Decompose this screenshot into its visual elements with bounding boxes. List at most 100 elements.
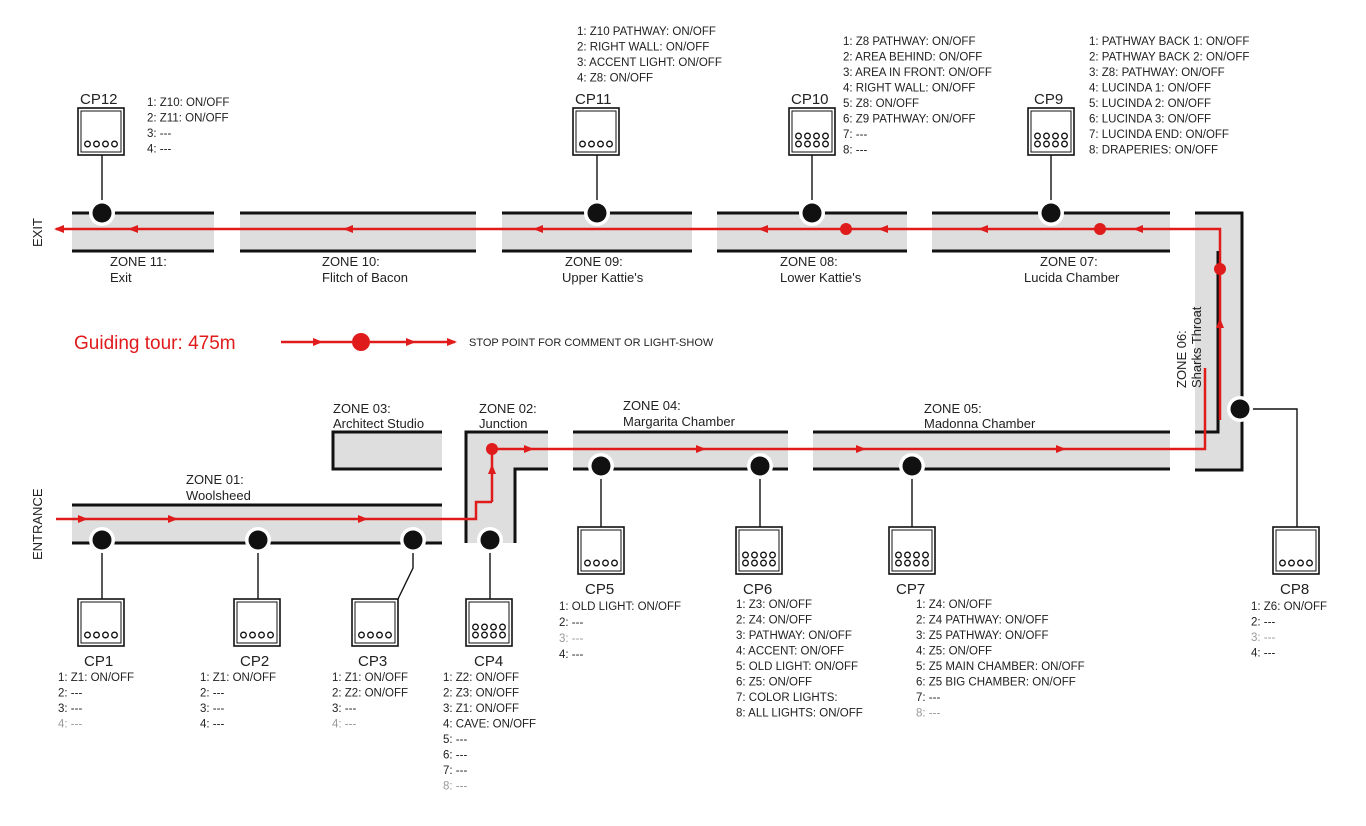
panel-button[interactable] xyxy=(240,631,247,639)
panel-line: 8: --- xyxy=(843,145,867,157)
connector-dot xyxy=(248,530,268,550)
panel-button[interactable] xyxy=(602,559,609,567)
panel-button[interactable] xyxy=(84,140,91,148)
panel-button[interactable] xyxy=(1052,140,1059,148)
panel-button[interactable] xyxy=(742,551,749,559)
panel-button[interactable] xyxy=(258,631,265,639)
panel-button[interactable] xyxy=(481,623,488,631)
panel-button[interactable] xyxy=(490,631,497,639)
connector-dot xyxy=(902,456,922,476)
panel-button[interactable] xyxy=(922,559,929,567)
panel-button[interactable] xyxy=(795,140,802,148)
panel-button[interactable] xyxy=(742,559,749,567)
panel-button[interactable] xyxy=(593,559,600,567)
panel-line: 4: RIGHT WALL: ON/OFF xyxy=(843,83,975,95)
panel-button[interactable] xyxy=(358,631,365,639)
panel-button[interactable] xyxy=(102,140,109,148)
panel-line: 2: AREA BEHIND: ON/OFF xyxy=(843,52,982,64)
panel-button[interactable] xyxy=(769,551,776,559)
panel-button[interactable] xyxy=(584,559,591,567)
panel-button[interactable] xyxy=(1052,132,1059,140)
panel-button[interactable] xyxy=(804,132,811,140)
panel-button[interactable] xyxy=(111,631,118,639)
panel-line: 7: --- xyxy=(843,129,867,141)
zone-04-name: Margarita Chamber xyxy=(623,414,736,429)
panel-button[interactable] xyxy=(1034,140,1041,148)
panel-button[interactable] xyxy=(606,140,613,148)
panel-button[interactable] xyxy=(84,631,91,639)
panel-button[interactable] xyxy=(385,631,392,639)
panel-button[interactable] xyxy=(376,631,383,639)
panel-button[interactable] xyxy=(472,623,479,631)
panel-button[interactable] xyxy=(472,631,479,639)
panel-button[interactable] xyxy=(822,132,829,140)
panel-button[interactable] xyxy=(1297,559,1304,567)
panel-line: 3: Z5 PATHWAY: ON/OFF xyxy=(916,630,1048,642)
panel-button[interactable] xyxy=(913,559,920,567)
zone-labels: ZONE 11: Exit ZONE 10: Flitch of Bacon Z… xyxy=(30,218,1204,560)
panel-button[interactable] xyxy=(904,559,911,567)
panel-button[interactable] xyxy=(913,551,920,559)
panel-wire xyxy=(1240,408,1298,527)
panel-name: CP7 xyxy=(896,581,925,598)
zone-08-label: ZONE 08: xyxy=(780,254,838,269)
panel-button[interactable] xyxy=(760,559,767,567)
panel-button[interactable] xyxy=(751,551,758,559)
panel-button[interactable] xyxy=(1061,140,1068,148)
zone-05-name: Madonna Chamber xyxy=(924,416,1036,431)
panel-button[interactable] xyxy=(611,559,618,567)
panel-button[interactable] xyxy=(1279,559,1286,567)
panel-button[interactable] xyxy=(499,623,506,631)
panel-button[interactable] xyxy=(895,551,902,559)
panel-button[interactable] xyxy=(93,631,100,639)
panel-button[interactable] xyxy=(367,631,374,639)
panel-button[interactable] xyxy=(249,631,256,639)
panel-button[interactable] xyxy=(490,623,497,631)
panel-button[interactable] xyxy=(1034,132,1041,140)
panel-line: 8: ALL LIGHTS: ON/OFF xyxy=(736,708,863,720)
panel-button[interactable] xyxy=(111,140,118,148)
panel-button[interactable] xyxy=(481,631,488,639)
panel-button[interactable] xyxy=(499,631,506,639)
panel-button[interactable] xyxy=(922,551,929,559)
panel-button[interactable] xyxy=(813,140,820,148)
panel-line: 3: ACCENT LIGHT: ON/OFF xyxy=(577,57,722,69)
panel-button[interactable] xyxy=(1288,559,1295,567)
panel-button[interactable] xyxy=(804,140,811,148)
panel-line: 8: DRAPERIES: ON/OFF xyxy=(1089,145,1218,157)
panel-name: CP11 xyxy=(575,91,611,108)
panel-button[interactable] xyxy=(1306,559,1313,567)
panel-line: 5: LUCINDA 2: ON/OFF xyxy=(1089,98,1211,110)
panel-button[interactable] xyxy=(904,551,911,559)
panel-line: 4: ACCENT: ON/OFF xyxy=(736,646,844,658)
panel-button[interactable] xyxy=(1061,132,1068,140)
panel-button[interactable] xyxy=(795,132,802,140)
panel-button[interactable] xyxy=(1043,140,1050,148)
panel-button[interactable] xyxy=(93,140,100,148)
panel-button[interactable] xyxy=(769,559,776,567)
panel-line: 4: --- xyxy=(200,719,224,731)
panel-button[interactable] xyxy=(102,631,109,639)
panel-button[interactable] xyxy=(579,140,586,148)
panel-button[interactable] xyxy=(760,551,767,559)
panel-button[interactable] xyxy=(267,631,274,639)
panel-button[interactable] xyxy=(1043,132,1050,140)
panel-button[interactable] xyxy=(588,140,595,148)
panel-button[interactable] xyxy=(895,559,902,567)
panel-button[interactable] xyxy=(822,140,829,148)
panel-button[interactable] xyxy=(813,132,820,140)
panel-button[interactable] xyxy=(751,559,758,567)
panel-button[interactable] xyxy=(597,140,604,148)
